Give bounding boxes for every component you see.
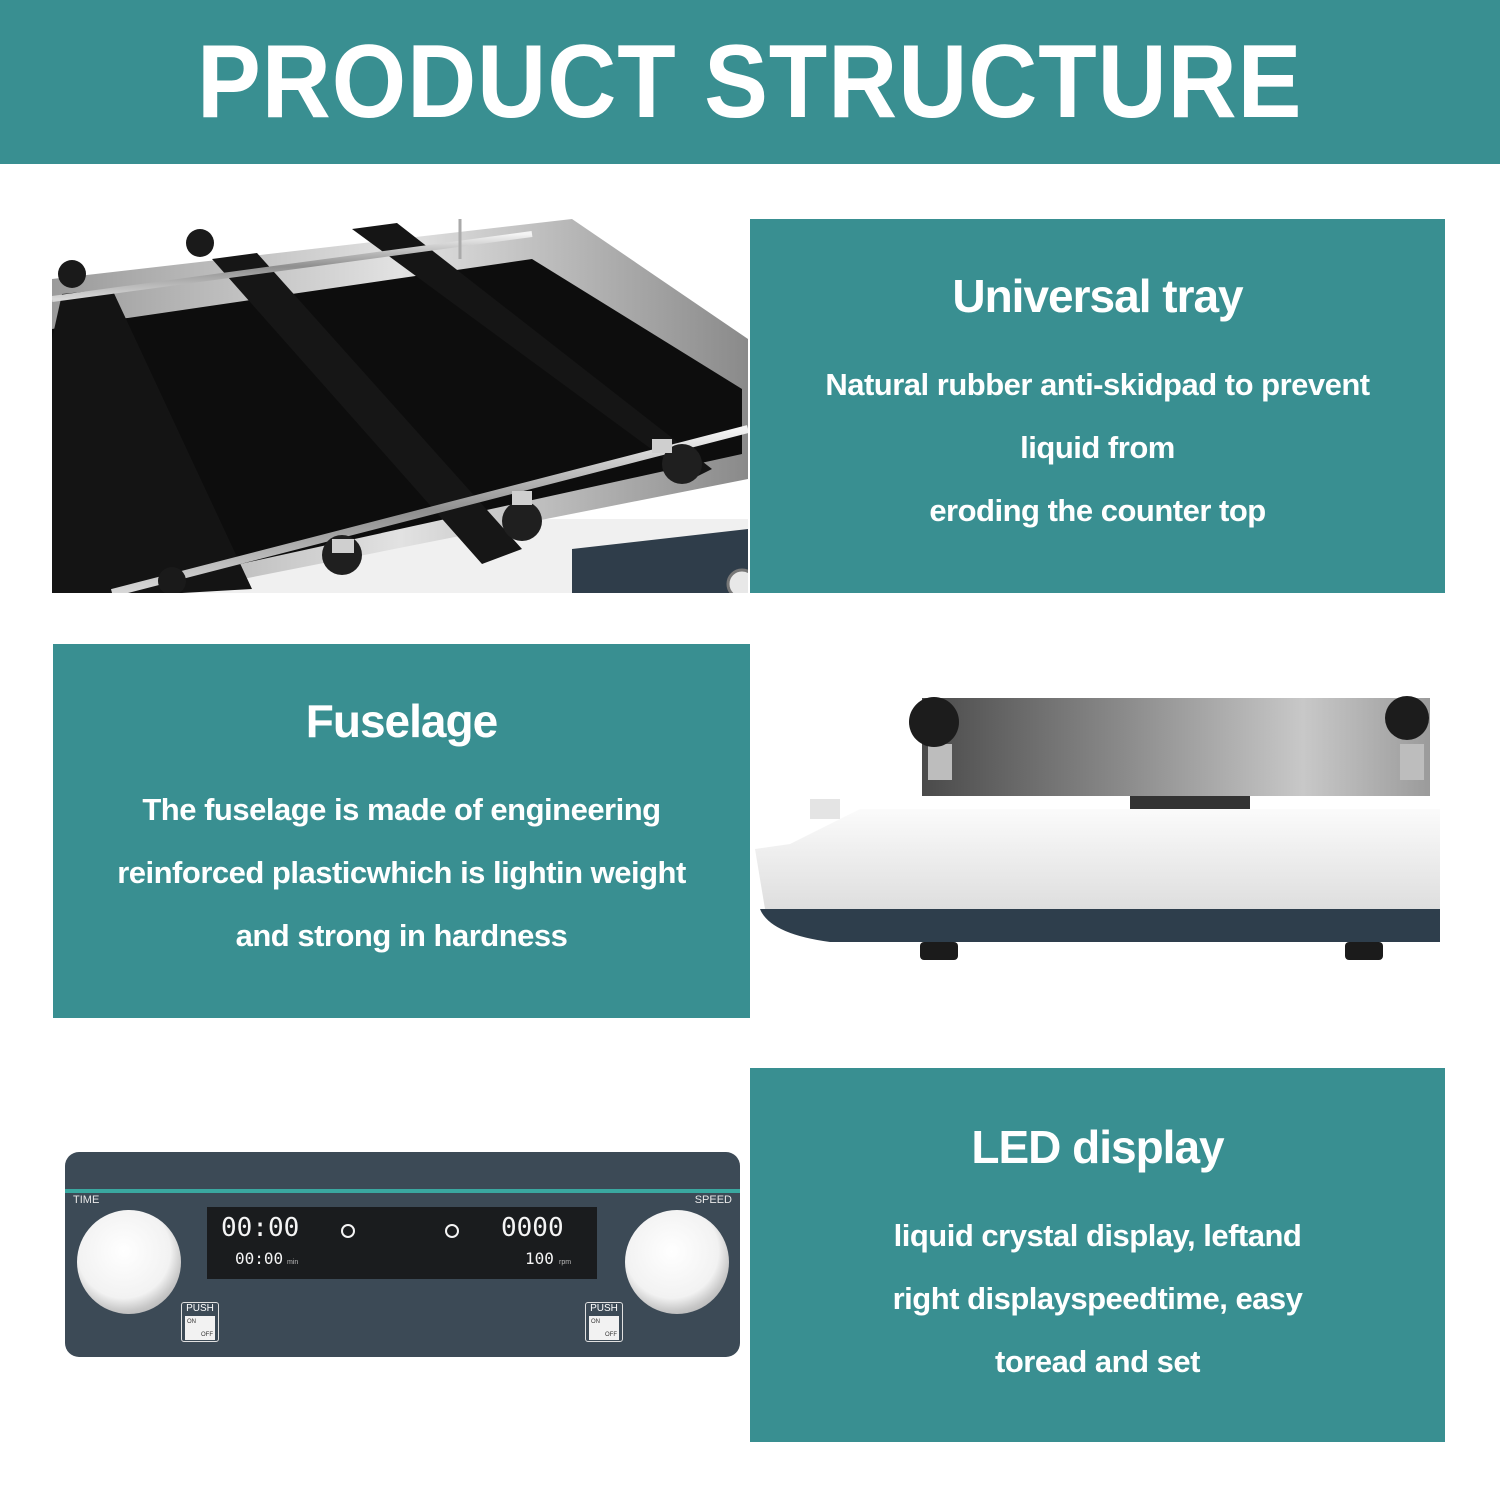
page-title: PRODUCT STRUCTURE — [197, 23, 1303, 140]
fuselage-image — [750, 644, 1445, 1018]
led-display-text-line: toread and set — [995, 1344, 1200, 1379]
speed-knob[interactable] — [625, 1210, 729, 1314]
speed-sub-readout: 100 — [525, 1249, 554, 1268]
universal-tray-text-line: liquid from — [1020, 430, 1175, 465]
fuselage-heading: Fuselage — [305, 695, 498, 747]
universal-tray-image — [52, 219, 748, 593]
universal-tray-heading: Universal tray — [952, 270, 1243, 322]
speed-label: SPEED — [694, 1194, 732, 1206]
time-unit: min — [287, 1259, 299, 1266]
speed-push-button[interactable]: PUSH ON OFF — [585, 1302, 623, 1342]
on-label: ON — [187, 1319, 196, 1325]
universal-tray-text-line: eroding the counter top — [929, 493, 1266, 528]
off-label: OFF — [201, 1332, 213, 1338]
time-label: TIME — [73, 1194, 100, 1206]
led-display-text-line: liquid crystal display, leftand — [893, 1218, 1302, 1253]
time-sub-readout: 00:00 — [235, 1249, 284, 1268]
led-display-panel: LED display liquid crystal display, left… — [750, 1068, 1445, 1442]
speed-unit: rpm — [559, 1259, 572, 1266]
led-display-heading: LED display — [971, 1121, 1224, 1173]
accent-line — [65, 1189, 740, 1193]
on-label: ON — [591, 1319, 600, 1325]
led-display-text-line: right displayspeedtime, easy — [892, 1281, 1303, 1316]
universal-tray-panel: Universal tray Natural rubber anti-skidp… — [750, 219, 1445, 593]
fuselage-text-line: reinforced plasticwhich is lightin weigh… — [117, 855, 686, 890]
clock-icon — [341, 1224, 355, 1238]
rotation-icon — [445, 1224, 459, 1238]
header-banner: PRODUCT STRUCTURE — [0, 0, 1500, 164]
fuselage-panel: Fuselage The fuselage is made of enginee… — [53, 644, 750, 1018]
time-knob[interactable] — [77, 1210, 181, 1314]
fuselage-text-line: and strong in hardness — [235, 918, 568, 953]
speed-main-readout: 0000 — [501, 1213, 564, 1243]
universal-tray-text-line: Natural rubber anti-skidpad to prevent — [825, 367, 1370, 402]
fuselage-text-line: The fuselage is made of engineering — [142, 792, 661, 827]
off-label: OFF — [605, 1332, 617, 1338]
lcd-screen: 00:00 00:00 min 0000 100 rpm — [207, 1207, 597, 1279]
control-panel: TIME SPEED 00:00 00:00 min 0000 100 rpm … — [65, 1152, 740, 1357]
led-display-image: TIME SPEED 00:00 00:00 min 0000 100 rpm … — [52, 1068, 750, 1442]
push-label: PUSH — [186, 1303, 214, 1314]
push-label: PUSH — [590, 1303, 618, 1314]
time-main-readout: 00:00 — [221, 1213, 300, 1243]
time-push-button[interactable]: PUSH ON OFF — [181, 1302, 219, 1342]
